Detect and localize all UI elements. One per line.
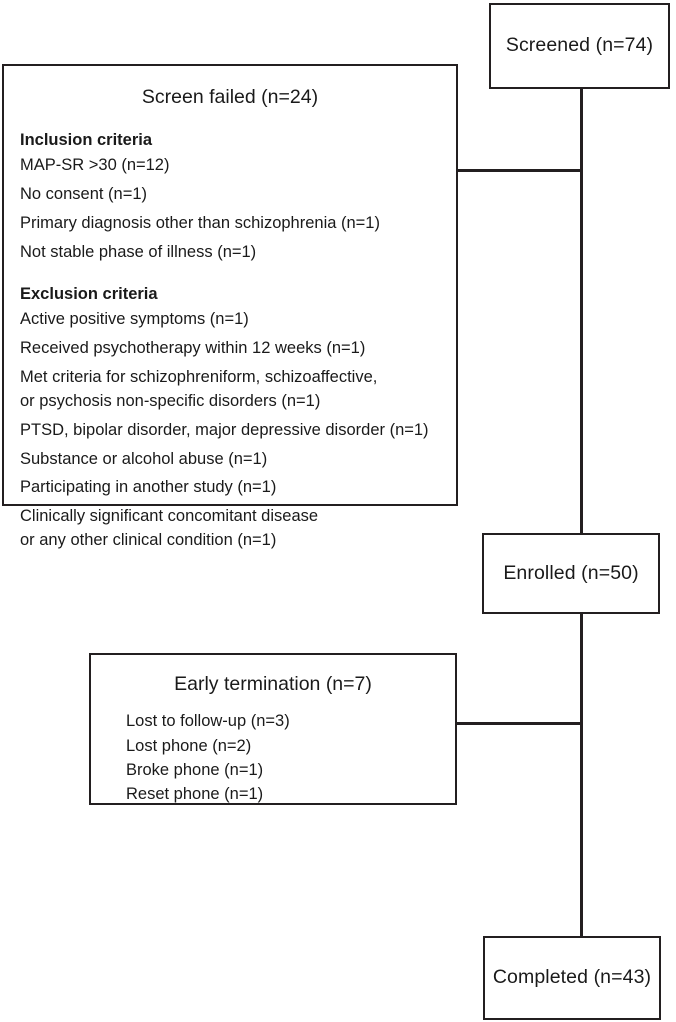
node-completed[interactable]: Completed (n=43): [483, 936, 661, 1020]
connector-to-screen-failed: [457, 169, 583, 172]
list-item: Clinically significant concomitant disea…: [20, 507, 319, 550]
list-item: No consent (n=1): [20, 185, 148, 204]
list-item: Broke phone (n=1): [126, 760, 264, 779]
criteria-group-divider: [20, 265, 440, 283]
node-early-termination[interactable]: Early termination (n=7) Lost to follow-u…: [89, 653, 457, 805]
node-screened-label: Screened (n=74): [505, 34, 654, 57]
list-item: Lost phone (n=2): [126, 736, 252, 755]
node-completed-label: Completed (n=43): [492, 966, 652, 989]
node-screen-failed[interactable]: Screen failed (n=24) Inclusion criteria …: [2, 64, 458, 549]
list-item: Active positive symptoms (n=1): [20, 309, 249, 328]
list-item: Substance or alcohol abuse (n=1): [20, 449, 268, 468]
inclusion-criteria-list: MAP-SR >30 (n=12) No consent (n=1) Prima…: [20, 154, 440, 265]
node-enrolled-label: Enrolled (n=50): [503, 561, 639, 584]
exclusion-criteria-label: Exclusion criteria: [20, 285, 158, 303]
exclusion-criteria-list: Active positive symptoms (n=1) Received …: [20, 308, 440, 553]
node-screen-failed-heading: Screen failed (n=24): [141, 86, 319, 108]
inclusion-criteria-group: Inclusion criteria MAP-SR >30 (n=12) No …: [20, 129, 440, 265]
list-item: MAP-SR >30 (n=12): [20, 156, 170, 175]
list-item: Reset phone (n=1): [126, 785, 264, 804]
early-termination-reason-list: Lost to follow-up (n=3) Lost phone (n=2)…: [109, 710, 437, 805]
list-item: Met criteria for schizophreniform, schiz…: [20, 367, 378, 410]
connector-screened-to-enrolled: [580, 89, 583, 535]
inclusion-criteria-label: Inclusion criteria: [20, 131, 153, 150]
connector-enrolled-to-completed: [580, 613, 583, 938]
node-early-termination-heading: Early termination (n=7): [174, 673, 372, 695]
exclusion-criteria-group: Exclusion criteria Active positive sympt…: [20, 283, 440, 553]
connector-to-early-termination: [456, 722, 583, 725]
list-item: Primary diagnosis other than schizophren…: [20, 214, 380, 233]
list-item: Lost to follow-up (n=3): [126, 712, 290, 731]
node-screened[interactable]: Screened (n=74): [489, 3, 670, 89]
list-item: PTSD, bipolar disorder, major depressive…: [20, 420, 429, 439]
list-item: Participating in another study (n=1): [20, 478, 277, 497]
list-item: Received psychotherapy within 12 weeks (…: [20, 338, 366, 357]
list-item: Not stable phase of illness (n=1): [20, 243, 257, 262]
node-enrolled[interactable]: Enrolled (n=50): [482, 533, 660, 614]
